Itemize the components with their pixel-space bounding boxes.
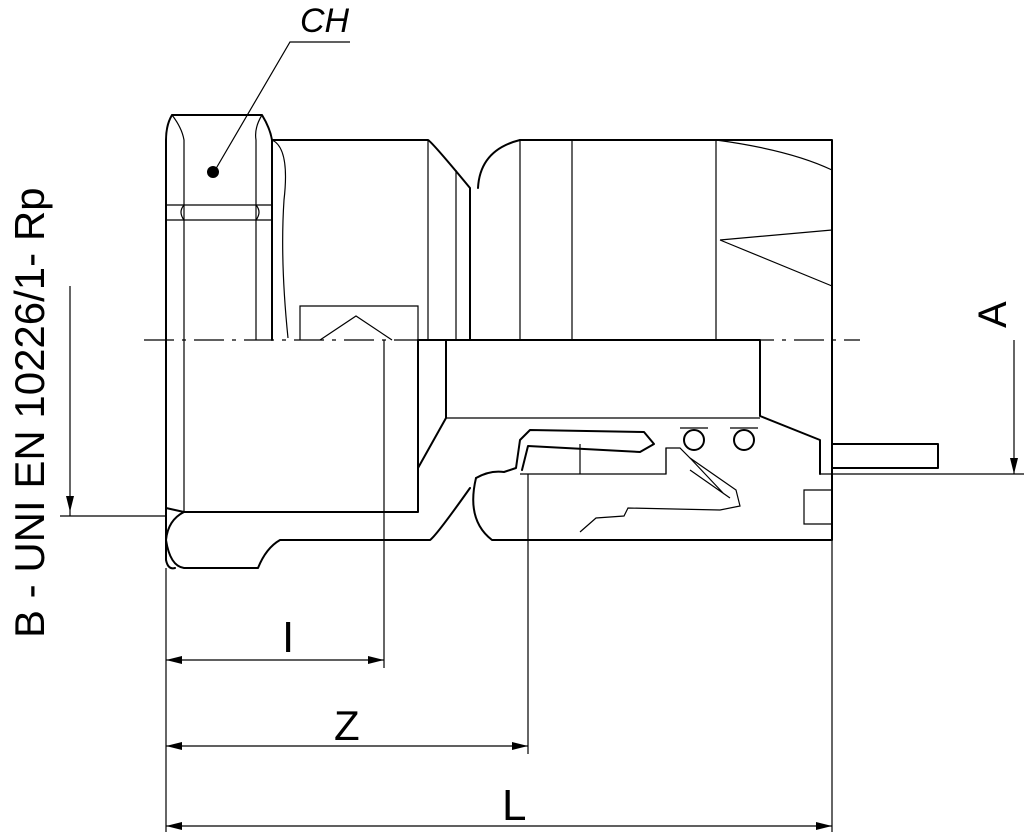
collar: [519, 139, 833, 341]
arrow-l-right: [816, 822, 832, 830]
label-thread-standard: B - UNI EN 10226/1- Rp: [6, 187, 53, 638]
arrow-b: [66, 496, 74, 512]
fitting-body: [165, 114, 1024, 570]
arrow-l-left: [166, 822, 182, 830]
arrow-z-left: [166, 742, 182, 750]
dimensions: [60, 41, 1018, 832]
arrow-z-right: [512, 742, 528, 750]
arrow-i-left: [166, 656, 182, 664]
arrow-a: [1010, 458, 1018, 474]
label-ch: CH: [300, 2, 350, 40]
label-dim-l: L: [502, 781, 526, 830]
label-dim-z: Z: [334, 702, 360, 749]
ch-leader-dot: [207, 166, 219, 178]
arrow-i-right: [368, 656, 384, 664]
pipe: [831, 443, 939, 469]
label-dim-a: A: [971, 301, 1015, 328]
sleeve: [271, 139, 471, 341]
label-dim-i: I: [282, 613, 294, 662]
